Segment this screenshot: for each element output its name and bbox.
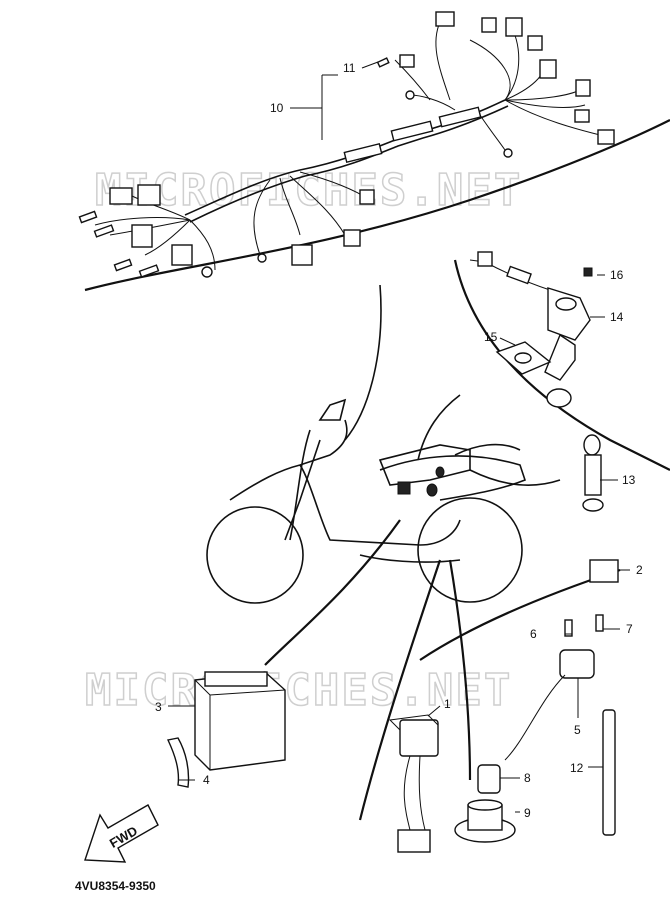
callout-7: 7 — [626, 622, 633, 636]
callout-14: 14 — [610, 310, 624, 324]
callout-11: 11 — [343, 61, 356, 75]
callout-10: 10 — [270, 101, 284, 115]
callout-9: 9 — [524, 806, 531, 820]
wire-harness-panel — [78, 11, 670, 292]
callout-numbers: 1 2 3 4 5 6 7 8 9 10 11 12 13 14 15 16 — [155, 61, 643, 820]
watermark-top: MICROFICHES.NET — [95, 165, 522, 216]
callout-5: 5 — [574, 723, 581, 737]
part-9-boot — [454, 799, 516, 843]
part-1-rectifier — [388, 714, 439, 853]
sensor-subpanel — [453, 251, 670, 471]
callout-13: 13 — [622, 473, 636, 487]
motorcycle-illustration — [206, 398, 526, 604]
callout-15: 15 — [484, 330, 498, 344]
callout-4: 4 — [203, 773, 210, 787]
part-12-strap — [602, 709, 616, 836]
part-7-screw — [595, 614, 604, 632]
callout-leaders — [168, 61, 630, 813]
part-4-hose — [166, 737, 190, 788]
callout-2: 2 — [636, 563, 643, 577]
watermark-bottom: MICROFICHES.NET — [85, 665, 512, 716]
part-13-sensor — [582, 434, 604, 512]
part-5-coil — [504, 649, 595, 761]
diagram-code: 4VU8354-9350 — [75, 879, 156, 893]
fwd-arrow: FWD — [84, 804, 159, 863]
callout-16: 16 — [610, 268, 624, 282]
part-8-plug-cap — [477, 764, 501, 794]
callout-8: 8 — [524, 771, 531, 785]
callout-12: 12 — [570, 761, 584, 775]
part-3-battery — [194, 671, 286, 771]
part-11-pin — [376, 57, 390, 68]
part-6-screw — [564, 619, 573, 637]
callout-1: 1 — [444, 697, 451, 711]
callout-3: 3 — [155, 700, 162, 714]
part-2-relay — [589, 559, 619, 583]
callout-6: 6 — [530, 627, 537, 641]
